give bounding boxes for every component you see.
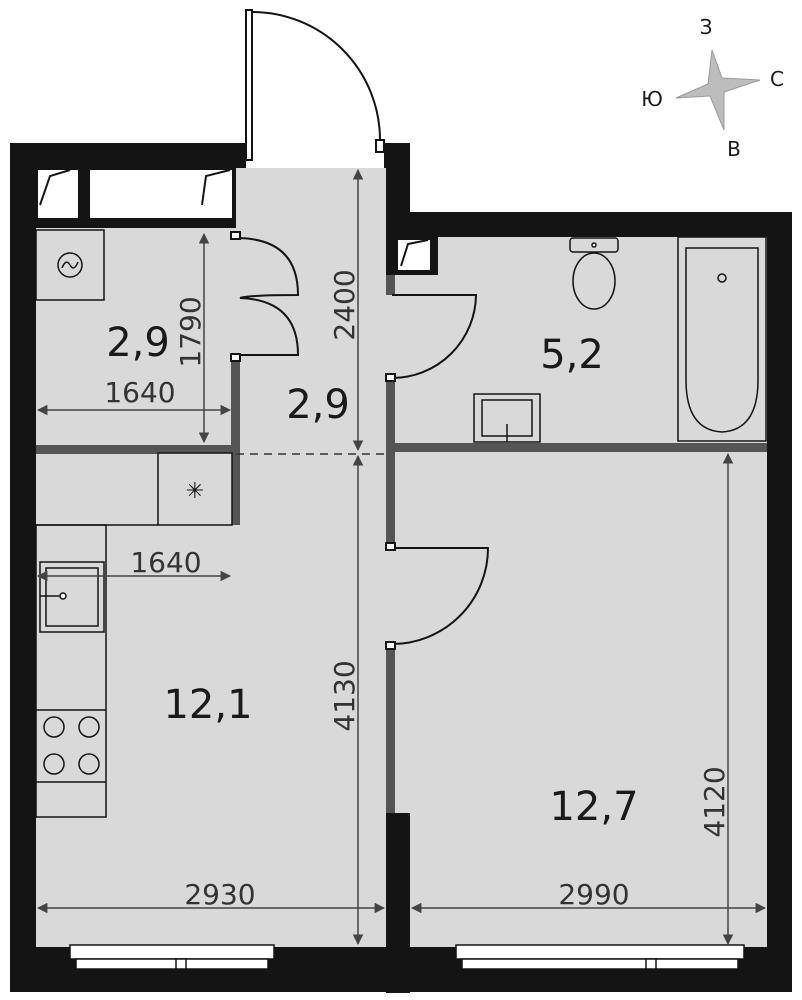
partition-hall-left	[231, 357, 240, 525]
window-right-sill	[461, 958, 739, 970]
window-left-frame	[69, 944, 275, 960]
storage-door-arc	[235, 237, 300, 356]
partition-storage-bottom	[36, 445, 236, 454]
area-hallway: 2,9	[286, 382, 350, 428]
entrance-door-jamb	[375, 139, 385, 153]
bath-vent-line	[400, 239, 429, 267]
bathtub-inner	[685, 247, 759, 433]
partition-bath-bottom	[395, 443, 767, 452]
partition-hall-right-low	[386, 645, 395, 813]
toilet-bowl	[572, 252, 616, 310]
niche-cell-right	[90, 170, 232, 218]
hob-burner-2	[78, 716, 100, 738]
window-right-mullion	[645, 958, 657, 970]
bath-door-arc	[391, 294, 478, 379]
bath-vent-inner	[398, 240, 430, 270]
partition-hall-right	[386, 378, 395, 548]
sink-drain	[59, 592, 67, 600]
interior-doors	[230, 231, 490, 650]
window-left-sill	[75, 958, 269, 970]
wall-room-pillar	[386, 813, 410, 993]
niche-vent-2	[201, 169, 231, 206]
washing-machine-wave	[61, 261, 79, 269]
compass: С Ю З В	[641, 15, 784, 161]
entrance-door	[245, 9, 385, 161]
entrance-door-arc	[251, 11, 381, 141]
dim-hallway-height: 2400	[328, 269, 361, 340]
compass-east-label: В	[727, 137, 741, 161]
area-kitchen: 12,1	[163, 682, 252, 728]
dim-kitchen-height: 4130	[328, 660, 361, 731]
fridge-icon: ✳	[186, 479, 204, 504]
dim-kitchen-width: 1640	[130, 546, 201, 579]
dim-left-width: 2930	[184, 878, 255, 911]
hob-burner-4	[78, 753, 100, 775]
toilet-button	[591, 242, 597, 248]
dimension-lines	[36, 168, 767, 946]
bathtub-outer	[677, 236, 767, 442]
compass-south-label: Ю	[641, 87, 663, 111]
hob-burner-3	[43, 753, 65, 775]
area-room: 12,7	[549, 784, 638, 830]
dim-right-width: 2990	[558, 878, 629, 911]
dim-storage-width: 1640	[104, 376, 175, 409]
partition-hall-top	[386, 275, 395, 295]
bath-door-jamb	[385, 373, 396, 382]
niche-vent	[39, 169, 71, 206]
kitchen-sink-outer	[39, 561, 105, 633]
window-left-mullion	[175, 958, 187, 970]
room-door-jamb-bottom	[385, 641, 396, 650]
washing-machine-icon	[57, 252, 83, 278]
dim-room-height: 4120	[698, 766, 731, 837]
hob-burner-1	[43, 716, 65, 738]
windows	[69, 944, 745, 970]
kitchen-fridge	[157, 452, 233, 526]
compass-north-label: С	[770, 67, 784, 91]
area-storage: 2,9	[106, 320, 170, 366]
compass-rose-icon	[675, 49, 761, 131]
floor-room-lower	[410, 813, 767, 947]
bathtub-drain	[717, 273, 727, 283]
storage-door-jamb-bottom	[230, 353, 241, 362]
entrance-door-leaf	[245, 9, 253, 161]
window-right-frame	[455, 944, 745, 960]
kitchen-sink-inner	[45, 567, 99, 627]
storage-door-jamb-top	[230, 231, 241, 240]
dim-storage-height: 1790	[174, 296, 207, 367]
area-bathroom: 5,2	[540, 332, 604, 378]
niche-bottom-line	[36, 218, 236, 228]
floor-room	[386, 450, 767, 813]
compass-west-label: З	[700, 15, 713, 39]
room-door-arc	[391, 547, 490, 645]
room-door-jamb-top	[385, 542, 396, 551]
